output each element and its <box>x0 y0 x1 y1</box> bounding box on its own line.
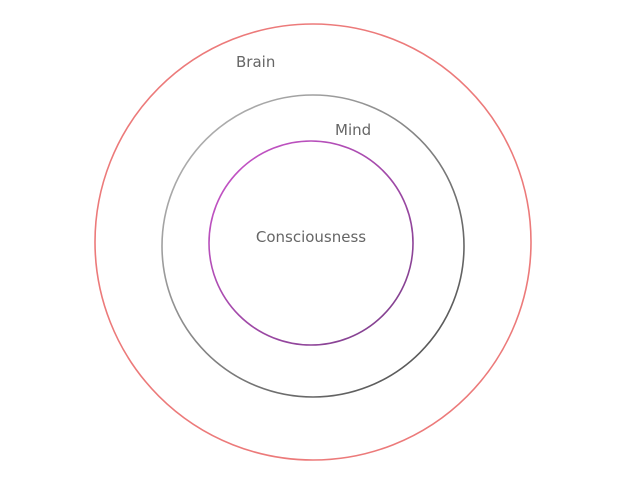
mind-circle <box>161 94 465 398</box>
consciousness-label: Consciousness <box>256 228 366 246</box>
brain-label: Brain <box>236 53 275 71</box>
consciousness-circle <box>208 140 414 346</box>
mind-label: Mind <box>335 121 371 139</box>
brain-circle <box>94 23 532 461</box>
